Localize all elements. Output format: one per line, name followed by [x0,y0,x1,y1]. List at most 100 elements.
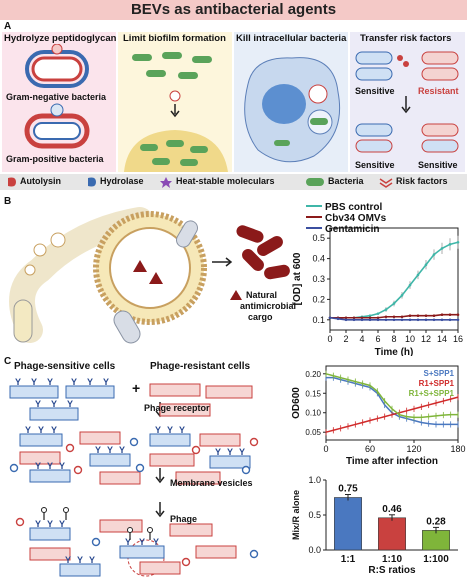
data-point [384,308,388,311]
phage-resistant-cell [175,471,221,485]
legend-label: S+SPP1 [424,369,455,378]
data-point [416,273,420,277]
gram-positive-label: Gram-positive bacteria [6,154,104,164]
data-point [368,314,372,318]
y-tick-label: 0.0 [308,545,321,555]
phage-resistant-cell [29,547,71,561]
data-point [456,313,460,316]
x-tick-label: 2 [343,334,348,344]
gram-negative-label: Gram-negative bacteria [6,92,107,102]
data-point [416,314,420,318]
legend-label: Cbv34 OMVs [325,213,387,224]
panel-a2-title: Limit biofilm formation [123,33,226,44]
cargo-label-2: antimicrobial [240,301,297,311]
legend-label: PBS control [325,202,382,213]
vesicle-icon [181,557,191,567]
legend-hydrolase: Hydrolase [100,176,144,186]
plus-sign: + [132,380,141,396]
legend-label: Gentamicin [325,224,379,235]
bar-1 [378,517,406,551]
receptor-glyph: Y [67,399,73,409]
legend-label: R1+S+SPP1 [409,389,455,398]
bacteria-icon [146,70,166,77]
y-tick-label: 0.1 [312,315,325,325]
receptor-glyph: Y [179,425,185,435]
data-point [344,318,348,322]
x-tick-label: 1:10 [382,554,402,565]
phage-sensitive-cell [89,453,131,467]
vesicle-icon [9,463,19,473]
data-point [432,253,436,256]
receptor-glyph: Y [38,425,44,435]
vesicle-icon [50,103,64,117]
data-point [336,317,340,321]
sensitive-label-top: Sensitive [355,86,395,96]
phage-head [127,527,133,533]
data-point [376,312,380,315]
cargo-label-1: Natural [246,290,278,300]
data-point [448,243,452,246]
bacteria-icon [310,118,328,125]
receptor-glyph: Y [227,447,233,457]
phage-resistant-cell [169,523,213,537]
vesicle-icon [73,465,83,475]
receptor-glyph: Y [35,399,41,409]
data-point [400,294,404,297]
phage-resistant-cell [79,431,121,445]
hydrolase-icon [88,177,96,187]
data-point [360,316,364,320]
bacterium-cell [13,299,33,343]
legend-risk-factors: Risk factors [396,176,448,186]
receptor-glyph: Y [125,537,131,547]
vesicle-icon [91,537,101,547]
series-line-1 [325,396,459,433]
receptor-glyph: Y [155,425,161,435]
phage-sensitive-cell [9,385,59,399]
x-tick-label: 8 [391,334,396,344]
phage-sensitive-label: Phage-sensitive cells [14,361,116,372]
panel-a-label: A [4,21,12,32]
data-point [408,283,412,287]
phage-resistant-cell [159,403,211,417]
data-point [400,318,404,322]
data-point [344,316,348,320]
receptor-glyph: Y [77,555,83,565]
legend-autolysin: Autolysin [20,176,62,186]
panel-a1-bg [2,32,116,172]
gram-positive-cell-inner [33,122,81,140]
panel-a3-title: Kill intracellular bacteria [236,33,347,44]
x-tick-label: 6 [375,334,380,344]
data-point [360,318,364,322]
data-point [416,318,420,322]
panel-a2-illustration [124,52,228,172]
x-tick-label: 4 [359,334,364,344]
star-icon [160,177,172,188]
phage-head [41,507,47,513]
receptor-glyph: Y [59,461,65,471]
phage-head [147,527,153,533]
panel-a4-illustration [355,51,459,153]
data-point [456,318,460,322]
y-axis-label: [OD] at 600 [292,252,303,305]
receptor-glyph: Y [51,425,57,435]
phage-resistant-cell [149,453,195,467]
y-tick-label: 0.3 [312,274,325,284]
vesicle-icon [249,437,259,447]
data-point [352,316,356,320]
bacteria-icon [132,54,152,61]
legend-bar [0,174,467,190]
receptor-glyph: Y [71,377,77,387]
bar-value-label: 0.46 [382,504,402,515]
receptor-glyph: Y [119,445,125,455]
series-line-0 [330,241,459,319]
x-tick-label: 180 [450,444,465,454]
phage-sensitive-cell [29,527,71,541]
phage-sensitive-cell [59,563,101,577]
receptor-glyph: Y [107,445,113,455]
receptor-glyph: Y [35,519,41,529]
data-point [328,316,332,320]
receptor-glyph: Y [153,537,159,547]
vesicle-icon [15,517,25,527]
phage-sensitive-cell [29,407,79,421]
data-point [424,263,428,267]
